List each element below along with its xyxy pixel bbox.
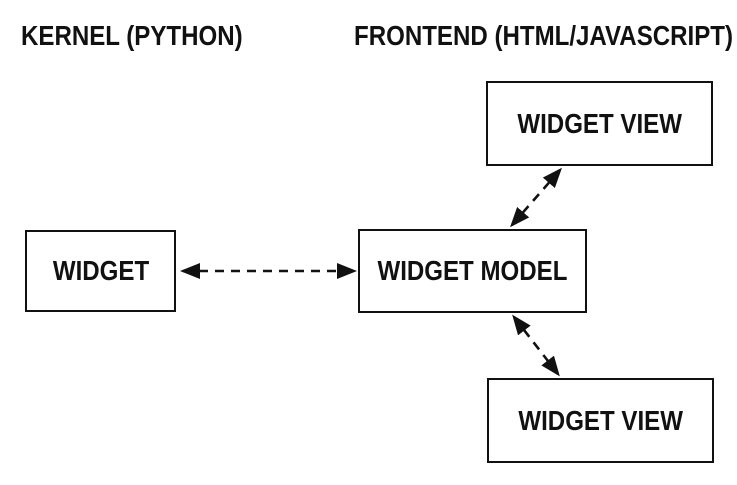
frontend-region-header: FRONTEND (HTML/JAVASCRIPT) [354,20,734,51]
arrow-model-to-view-bottom [512,314,560,377]
node-widget-view-bottom: WIDGET VIEW [487,378,714,463]
node-widget-model-label: WIDGET MODEL [377,255,568,286]
kernel-region-header: KERNEL (PYTHON) [21,20,243,51]
node-widget-model: WIDGET MODEL [358,229,587,313]
node-widget-view-top: WIDGET VIEW [486,81,713,166]
node-widget-view-top-label: WIDGET VIEW [517,107,682,139]
node-widget-label: WIDGET [52,255,149,286]
arrow-model-to-view-top [510,167,562,228]
node-widget-view-bottom-label: WIDGET VIEW [518,404,683,436]
node-widget: WIDGET [25,230,176,312]
